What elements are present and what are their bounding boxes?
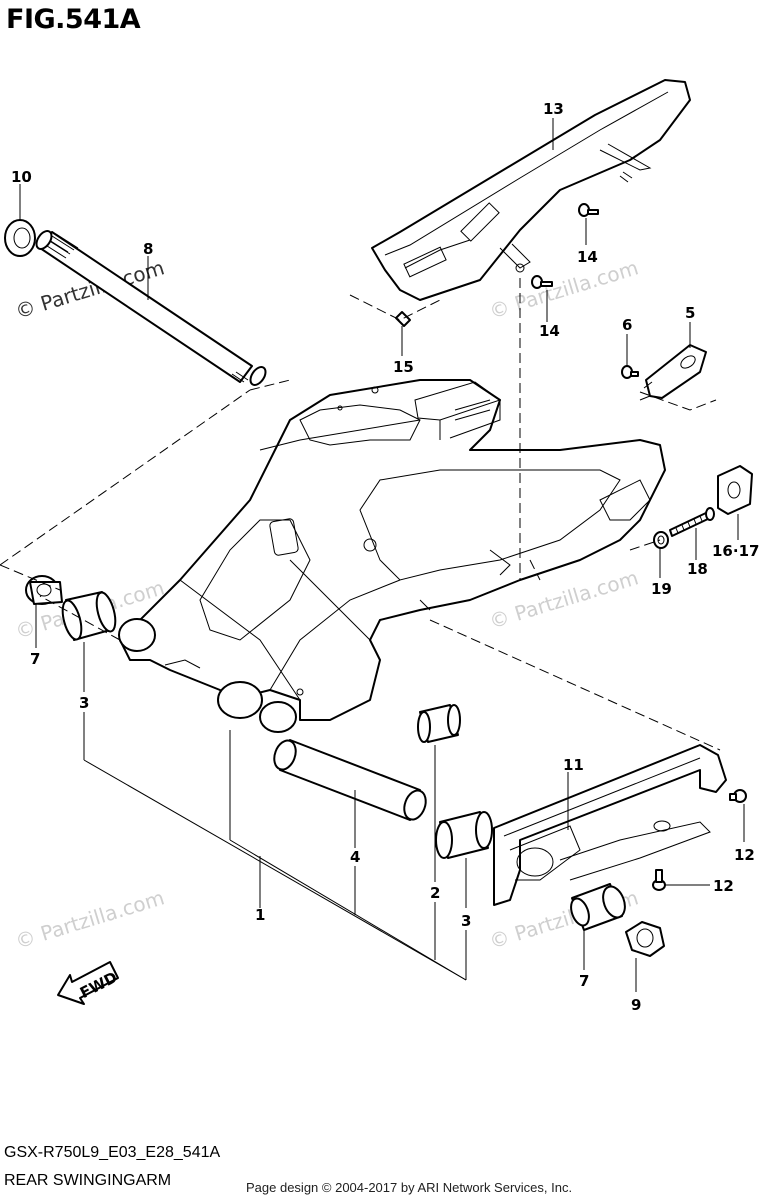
part-4-spacer [273, 739, 427, 821]
assembly-guide-lines [0, 278, 721, 751]
callout-10: 10 [11, 168, 32, 186]
callout-16-17: 16·17 [712, 542, 759, 560]
callout-5: 5 [685, 304, 695, 322]
part-16-17-adjuster-block [717, 465, 753, 515]
leader-lines [19, 118, 745, 992]
part-3-bearing [435, 811, 493, 859]
part-9-nut [625, 921, 665, 957]
callout-1: 1 [255, 906, 265, 924]
callout-13: 13 [543, 100, 564, 118]
part-18-adjust-bolt [669, 507, 715, 537]
fwd-direction-arrow [57, 961, 119, 1005]
part-1-swingarm [118, 379, 666, 733]
callout-15: 15 [393, 358, 414, 376]
model-code: GSX-R750L9_E03_E28_541A [4, 1144, 221, 1161]
figure-title: FIG.541A [6, 4, 141, 35]
callout-12: 12 [734, 846, 755, 864]
callout-3: 3 [461, 912, 471, 930]
callout-14: 14 [539, 322, 560, 340]
callout-18: 18 [687, 560, 708, 578]
part-12-bolt [729, 789, 747, 803]
callout-2: 2 [430, 884, 440, 902]
part-10-nut [4, 219, 36, 257]
callout-6: 6 [622, 316, 632, 334]
part-15-clip [395, 311, 411, 334]
callout-11: 11 [563, 756, 584, 774]
part-11-chain-buffer [493, 744, 727, 906]
callout-3: 3 [79, 694, 89, 712]
part-13-chain-case [371, 79, 691, 301]
part-7-collar [570, 883, 626, 931]
callout-8: 8 [143, 240, 153, 258]
footer-credit: Page design © 2004-2017 by ARI Network S… [246, 1180, 573, 1195]
callout-14: 14 [577, 248, 598, 266]
callout-7: 7 [30, 650, 40, 668]
callout-4: 4 [350, 848, 360, 866]
part-14-bolt [531, 275, 553, 289]
part-6-screw [621, 365, 639, 379]
callout-9: 9 [631, 996, 641, 1014]
part-14-bolt [578, 203, 599, 217]
callout-7: 7 [579, 972, 589, 990]
part-8-pivot-shaft [35, 230, 267, 386]
section-name: REAR SWINGINGARM [4, 1172, 172, 1189]
callout-19: 19 [651, 580, 672, 598]
part-7-collar [25, 575, 63, 605]
part-2-needle-bearing [417, 704, 461, 743]
part-5-chain-guard [639, 344, 707, 401]
part-19-nut [653, 531, 669, 549]
part-3-bearing [61, 591, 117, 641]
part-12-bolt [652, 869, 666, 891]
callout-12: 12 [713, 877, 734, 895]
